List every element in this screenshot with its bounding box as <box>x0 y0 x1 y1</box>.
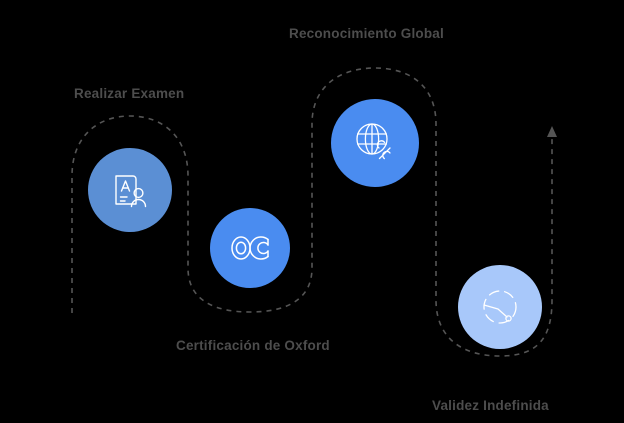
flow-arrow-up-icon <box>547 126 557 137</box>
dashed-clock-icon <box>476 283 524 331</box>
step-label-reconocimiento-global: Reconocimiento Global <box>289 26 444 41</box>
step-label-realizar-examen: Realizar Examen <box>74 86 185 101</box>
serpentine-dashed-path <box>71 67 553 357</box>
step-label-certificacion-oxford: Certificación de Oxford <box>176 338 330 353</box>
step-node-realizar-examen[interactable] <box>88 148 172 232</box>
step-node-reconocimiento-global[interactable] <box>331 99 419 187</box>
step-label-validez-indefinida: Validez Indefinida <box>432 398 549 413</box>
oc-monogram-icon <box>227 232 273 264</box>
globe-network-icon <box>349 117 401 169</box>
step-node-certificacion-oxford[interactable] <box>210 208 290 288</box>
exam-document-person-icon <box>107 167 153 213</box>
step-node-validez-indefinida[interactable] <box>458 265 542 349</box>
